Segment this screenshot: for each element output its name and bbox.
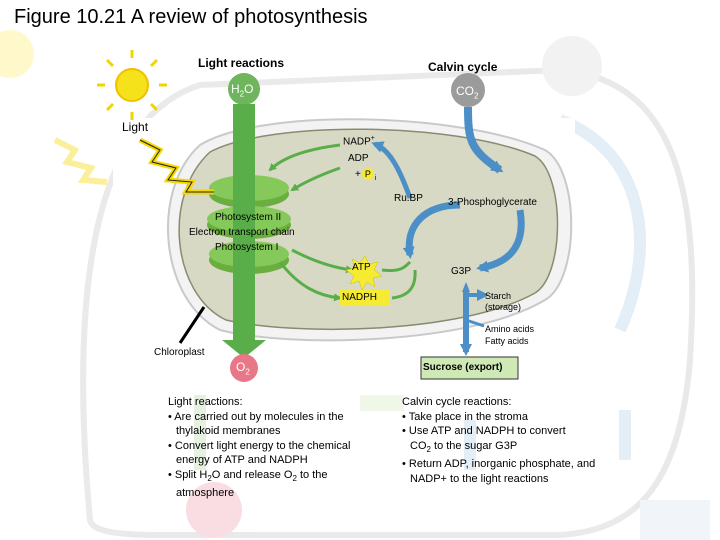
phosphate-icon: P [361, 168, 374, 180]
h2o-arrow [222, 104, 266, 358]
calvin-note-1: • Take place in the stroma [402, 410, 528, 423]
starch-label: Starch(storage) [485, 291, 522, 312]
co2-label: CO2 [456, 84, 479, 101]
calvin-note-3a: • Return ADP, inorganic phosphate, and [402, 458, 596, 471]
nadph-arrow [278, 261, 342, 302]
calvin-cycle-label: Calvin cycle [428, 60, 498, 74]
phosphoglycerate-label: 3-Phosphoglycerate [448, 197, 537, 208]
calvin-cycle-notes: Calvin cycle reactions: • Take place in … [402, 395, 595, 486]
o2-circle [230, 354, 258, 382]
h2o-label: H2O [231, 82, 254, 99]
photosystem-i-label: Photosystem I [215, 242, 279, 253]
sun-icon [97, 50, 167, 120]
nadph-to-calvin-arrow [391, 269, 417, 300]
calvin-arrow-left [402, 201, 461, 259]
calvin-note-2b: CO2 to the sugar G3P [410, 439, 518, 454]
calvin-arrow-right [476, 209, 525, 273]
nadph-label: NADPH [342, 292, 378, 303]
co2-arrow [464, 106, 504, 174]
faded-bolt-icon [53, 137, 108, 185]
calvin-note-3b: NADP+ to the light reactions [410, 472, 549, 485]
chloroplast-label: Chloroplast [154, 347, 205, 358]
o2-label: O2 [236, 360, 250, 377]
light-reactions-label: Light reactions [198, 56, 285, 70]
rubp-label: Ru.BP [394, 193, 423, 204]
light-notes-heading: Light reactions: [168, 396, 243, 408]
atp-to-calvin-arrow [381, 260, 412, 272]
nadp-arrow [268, 143, 341, 172]
nadp-plus-label: NADP+ [343, 135, 375, 148]
light-label: Light [122, 120, 149, 134]
adp-label: ADP [348, 153, 369, 164]
co2-circle [451, 73, 485, 107]
light-note-1a: • Are carried out by molecules in the [168, 410, 344, 423]
faded-background [0, 30, 710, 540]
calvin-note-2a: • Use ATP and NADPH to convert [402, 425, 566, 437]
photosystem-ii-label: Photosystem II [215, 212, 282, 223]
adp-arrow [290, 166, 341, 192]
nadph-box [340, 290, 390, 306]
sucrose-box [420, 356, 519, 380]
figure-title: Figure 10.21 A review of photosynthesis [14, 6, 368, 28]
atp-label: ATP [352, 262, 371, 273]
light-reactions-notes: Light reactions: • Are carried out by mo… [168, 395, 350, 501]
electron-transport-chain-label: Electron transport chain [189, 227, 295, 238]
light-note-3a: • Split H2O and release O2 to the [168, 468, 328, 483]
light-note-2b: energy of ATP and NADPH [176, 454, 308, 466]
atp-arrow [291, 248, 354, 274]
light-note-1b: thylakoid membranes [176, 425, 281, 437]
calvin-notes-heading: Calvin cycle reactions: [402, 396, 512, 408]
sucrose-label: Sucrose (export) [423, 362, 503, 373]
h2o-circle [228, 73, 260, 105]
light-note-3b: atmosphere [176, 487, 235, 500]
light-note-2a: • Convert light energy to the chemical [168, 439, 351, 452]
chloroplast-pointer [178, 306, 206, 344]
nadp-return-arrow [371, 141, 413, 199]
g3p-label: G3P [451, 266, 472, 277]
